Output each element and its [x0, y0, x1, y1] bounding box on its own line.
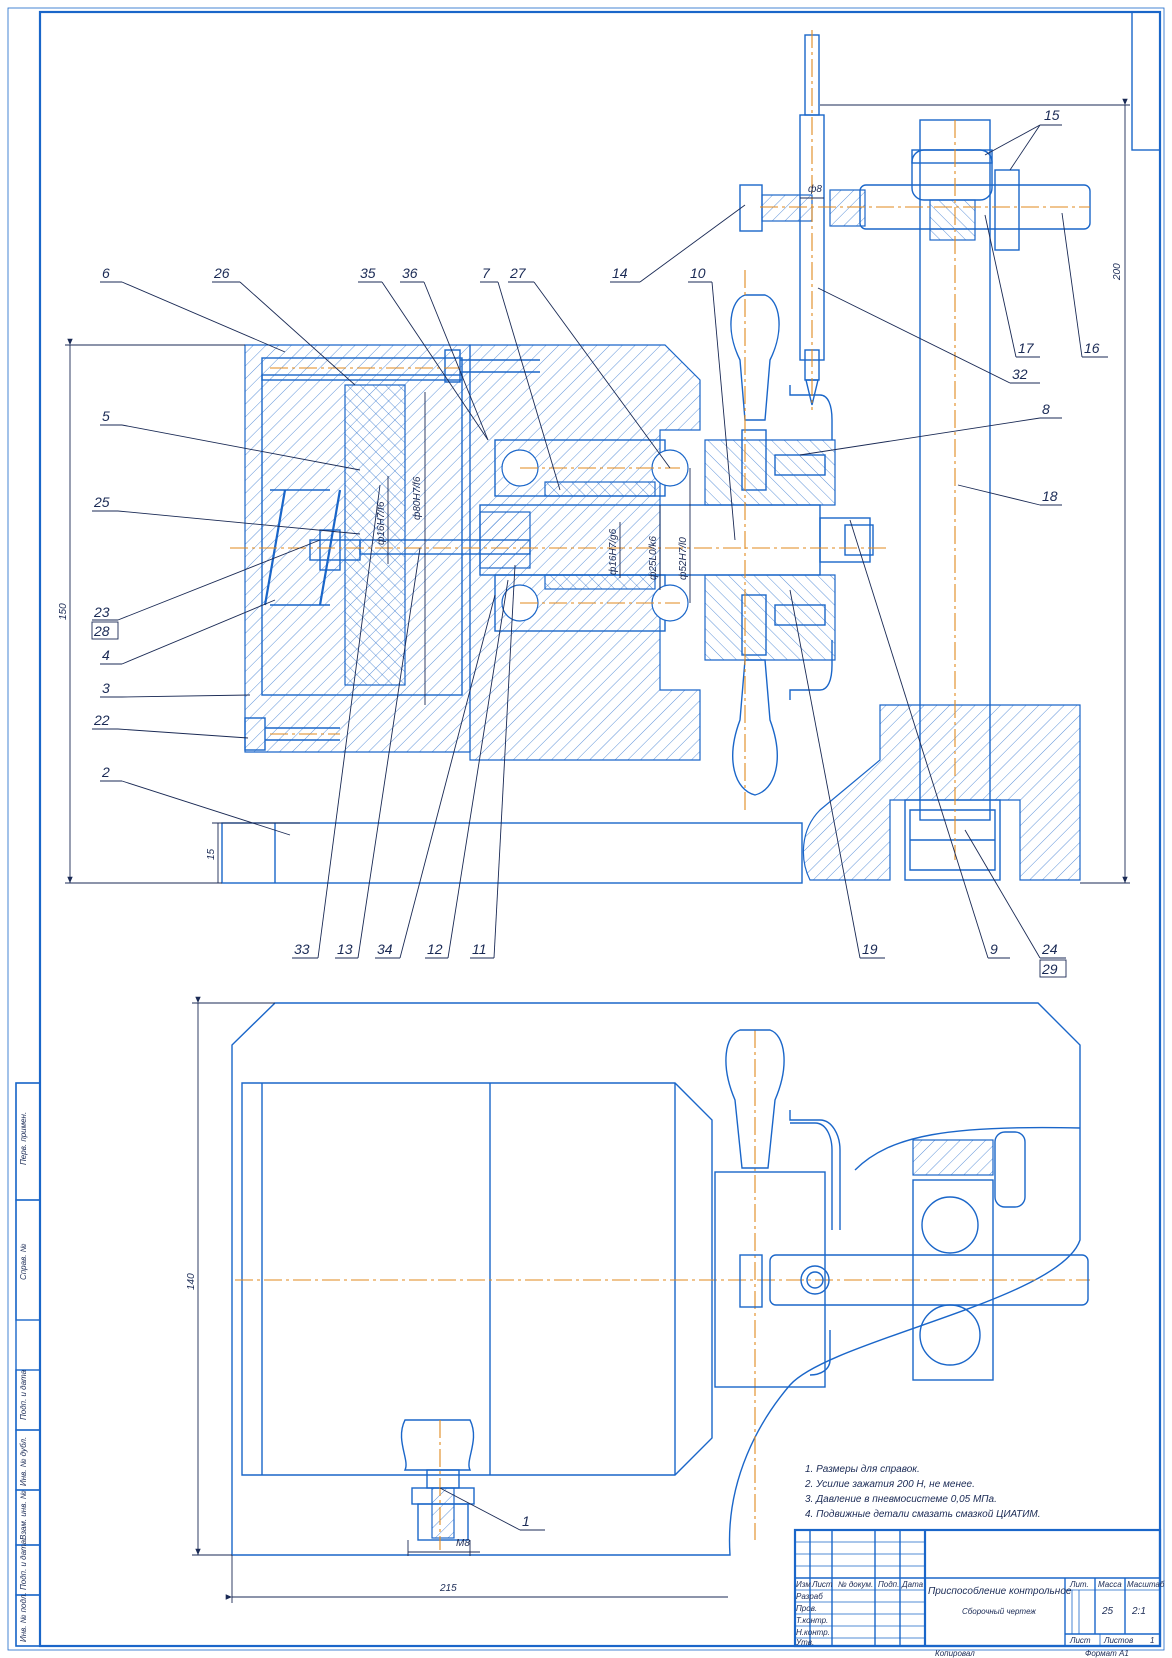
sheets-label: Листов: [1103, 1636, 1133, 1645]
dim-fit-16h7-f6: ф16H7/f6: [375, 501, 387, 545]
copied-label: Копировал: [935, 1649, 975, 1658]
callout-18: 18: [1042, 488, 1058, 504]
stamp-role-label: Т.контр.: [796, 1616, 828, 1625]
side-stamp-label: Инв. № дубл.: [19, 1437, 28, 1486]
callout-22: 22: [93, 712, 110, 728]
section-view: [221, 30, 1091, 884]
callout-24: 24: [1041, 941, 1058, 957]
stamp-col-label: Изм: [796, 1580, 811, 1589]
drawing-subtitle: Сборочный чертеж: [962, 1607, 1036, 1616]
stamp-role-label: Пров.: [796, 1604, 817, 1613]
stamp-col-label: № докум.: [838, 1580, 873, 1589]
mass-value: 25: [1101, 1606, 1114, 1617]
drawing-title: Приспособление контрольное: [928, 1585, 1072, 1597]
side-stamp-label: Подп. и дата: [19, 1539, 28, 1590]
callout-12: 12: [427, 941, 443, 957]
dim-fit-16h7-g6: ф16H7/g6: [607, 528, 619, 575]
callout-13: 13: [337, 941, 353, 957]
callout-16: 16: [1084, 340, 1100, 356]
callout-10: 10: [690, 265, 706, 281]
plan-dimensions: 140 215 М8 1: [186, 996, 728, 1603]
side-stamp: Перв. примен. Справ. № Подп. и дата Инв.…: [15, 1082, 41, 1647]
callout-14: 14: [612, 265, 628, 281]
dim-d8: ф8: [808, 183, 822, 195]
callout-26: 26: [213, 265, 230, 281]
technical-notes: 1. Размеры для справок. 2. Усилие зажати…: [804, 1464, 1041, 1520]
note-1: 1. Размеры для справок.: [805, 1464, 920, 1475]
callout-3: 3: [102, 680, 110, 696]
side-stamp-label: Перв. примен.: [19, 1112, 28, 1165]
callout-28: 28: [93, 623, 110, 639]
callout-25: 25: [93, 494, 110, 510]
dim-m8: М8: [456, 1538, 470, 1549]
callout-8: 8: [1042, 401, 1050, 417]
callout-35: 35: [360, 265, 376, 281]
scale-header: Масштаб: [1127, 1580, 1165, 1589]
sheet-label: Лист: [1069, 1636, 1091, 1645]
callout-2: 2: [101, 764, 110, 780]
callout-36: 36: [402, 265, 418, 281]
scale-value: 2:1: [1131, 1606, 1146, 1617]
dim-15: 15: [206, 848, 217, 860]
dim-215: 215: [439, 1583, 457, 1594]
callout-9: 9: [990, 941, 998, 957]
callout-27: 27: [509, 265, 527, 281]
section-dimensions: 150 15 200 ф8 ф16H7/f6 ф80H7/f6 ф16H7/g6…: [58, 98, 1130, 884]
note-4: 4. Подвижные детали смазать смазкой ЦИАТ…: [805, 1509, 1041, 1520]
callout-11: 11: [472, 941, 487, 957]
dim-150: 150: [58, 603, 69, 620]
callout-4: 4: [102, 647, 110, 663]
callout-5: 5: [102, 408, 110, 424]
dim-140: 140: [186, 1273, 197, 1290]
callout-17: 17: [1018, 340, 1035, 356]
callout-29: 29: [1041, 961, 1058, 977]
callout-15: 15: [1044, 107, 1060, 123]
callout-33: 33: [294, 941, 310, 957]
dim-fit-52h7-l0: ф52H7/l0: [677, 537, 689, 580]
callout-32: 32: [1012, 366, 1028, 382]
dim-fit-80h7-f6: ф80H7/f6: [411, 476, 423, 520]
section-callouts: 6 26 35 36 7 27 14 10 15 17 16 32: [91, 107, 1108, 978]
note-3: 3. Давление в пневмосистеме 0,05 МПа.: [805, 1494, 997, 1505]
callout-23: 23: [93, 604, 110, 620]
sheet-frame: [7, 7, 1165, 1651]
title-block: Изм Лист № докум. Подп. Дата Разраб Пров…: [793, 1528, 1165, 1658]
stamp-col-label: Лист: [811, 1580, 833, 1589]
note-2: 2. Усилие зажатия 200 Н, не менее.: [804, 1479, 975, 1490]
lit-header: Лит.: [1069, 1580, 1089, 1589]
sheets-value: 1: [1150, 1636, 1154, 1645]
callout-34: 34: [377, 941, 393, 957]
stamp-role-label: Утв.: [795, 1638, 814, 1647]
dim-fit-25l0-k6: ф25L0/k6: [647, 536, 659, 580]
callout-6: 6: [102, 265, 110, 281]
mass-header: Масса: [1098, 1580, 1122, 1589]
side-stamp-label: Взам. инв. №: [19, 1490, 28, 1540]
stamp-role-label: Н.контр.: [796, 1628, 830, 1637]
callout-1: 1: [522, 1513, 530, 1529]
format-label: Формат А1: [1085, 1649, 1129, 1658]
side-stamp-label: Инв. № подл.: [19, 1592, 28, 1642]
callout-19: 19: [862, 941, 878, 957]
stamp-col-label: Подп.: [878, 1580, 899, 1589]
side-stamp-label: Справ. №: [19, 1243, 28, 1280]
stamp-col-label: Дата: [901, 1580, 924, 1589]
callout-7: 7: [482, 265, 491, 281]
side-stamp-label: Подп. и дата: [19, 1369, 28, 1420]
stamp-role-label: Разраб: [796, 1592, 823, 1601]
plan-view: [231, 1002, 1090, 1556]
dim-200: 200: [1112, 263, 1123, 281]
